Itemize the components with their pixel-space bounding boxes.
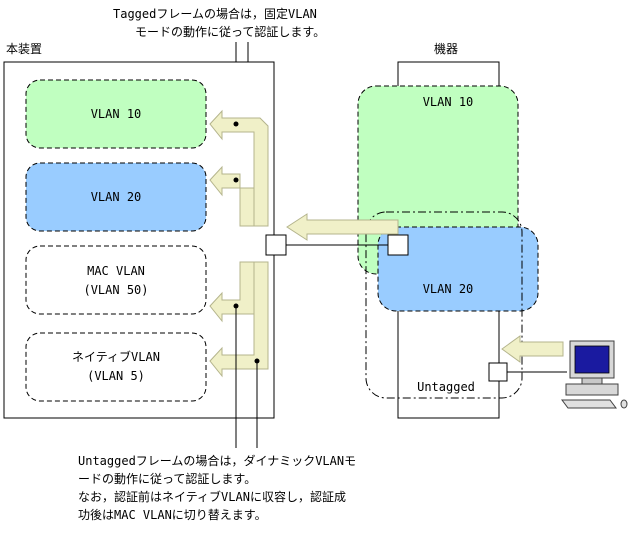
device-label: 本装置 (6, 42, 42, 56)
frame-arrow-from-pc (501, 335, 564, 363)
untagged-frame-arrow (209, 261, 269, 378)
device-native-vlan-box (25, 332, 207, 402)
equipment-vlan10-label: VLAN 10 (423, 95, 474, 109)
device-mac-vlan-label: MAC VLAN (87, 264, 145, 278)
device-vlan10-box (25, 79, 207, 149)
bottom-note-line1: Untaggedフレームの場合は，ダイナミックVLANモ (78, 453, 356, 468)
top-note-line2: モードの動作に従って認証します。 (135, 24, 325, 39)
tagged-frame-arrow (209, 109, 269, 227)
equipment-vlan20-label: VLAN 20 (423, 282, 474, 296)
device-native-vlan-sub: (VLAN 5) (87, 369, 145, 383)
equipment-untagged-label: Untagged (417, 380, 475, 394)
equipment-vlan20-box (377, 226, 539, 312)
pc-icon (561, 340, 628, 409)
device-mac-vlan-box (25, 245, 207, 315)
device-port (265, 234, 287, 256)
equipment-untagged-box (365, 211, 523, 399)
device-mac-vlan-sub: (VLAN 50) (83, 283, 148, 297)
frame-arrow-to-device (286, 213, 399, 241)
device-native-vlan-label: ネイティブVLAN (72, 349, 160, 364)
leader-dot (233, 177, 239, 183)
equipment-port-tagged (387, 234, 409, 256)
bottom-note-line3: なお，認証前はネイティブVLANに収容し，認証成 (78, 489, 346, 504)
bottom-note-line4: 功後はMAC VLANに切り替えます。 (78, 508, 267, 522)
leader-dot (233, 121, 239, 127)
device-vlan20-label: VLAN 20 (91, 190, 142, 204)
equipment-port-untagged (488, 362, 508, 382)
equipment-label: 機器 (434, 41, 458, 56)
top-note-line1: Taggedフレームの場合は，固定VLAN (113, 6, 317, 21)
bottom-note-line2: ードの動作に従って認証します。 (78, 471, 256, 486)
device-vlan10-label: VLAN 10 (91, 107, 142, 121)
device-vlan20-box (25, 162, 207, 232)
